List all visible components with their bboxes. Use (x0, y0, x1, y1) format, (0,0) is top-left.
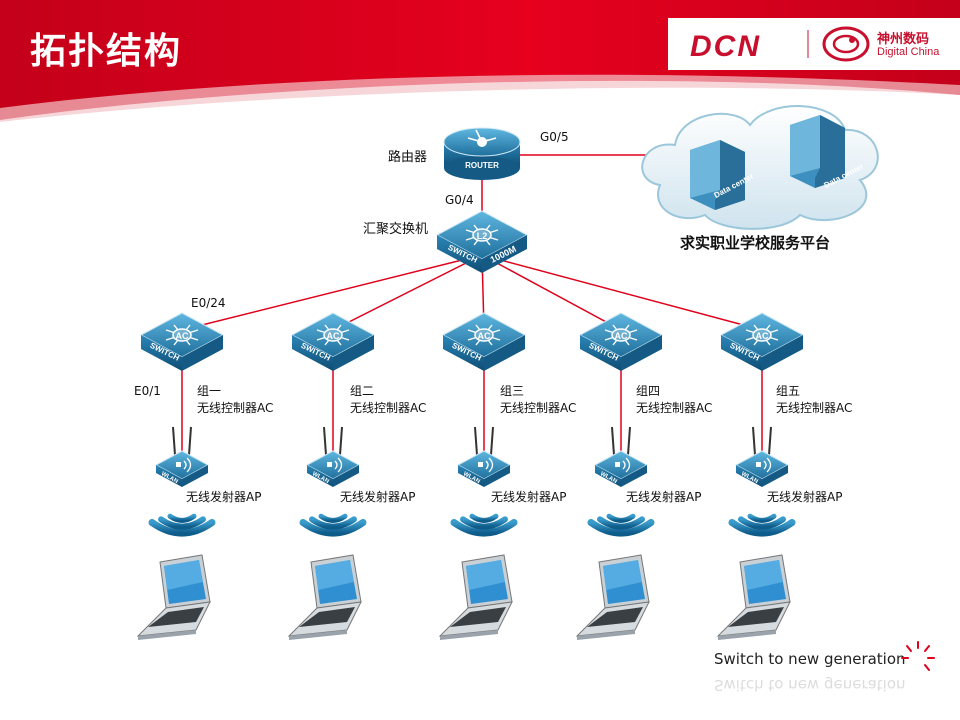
ac-switch-icon-2-badge: AC (327, 331, 340, 341)
ac-switch-icon-1-badge: AC (176, 331, 189, 341)
wifi-signal-icon-4 (587, 513, 655, 537)
ac-label-1: 无线控制器AC (197, 401, 274, 415)
wifi-signal-icon-5 (728, 513, 796, 537)
ap-label-1: 无线发射器AP (186, 490, 262, 504)
brand-name-cn: 神州数码 (877, 32, 930, 47)
ap-icon-2: WLAN (305, 426, 361, 487)
ap-label-2: 无线发射器AP (340, 490, 416, 504)
ac-switch-icon-5-badge: AC (756, 331, 769, 341)
agg-switch-icon-badge: L2 (477, 231, 488, 241)
router-port-g05: G0/5 (540, 130, 569, 144)
group-name-1: 组一 (197, 384, 222, 398)
laptop-icon-1 (136, 554, 211, 640)
laptop-icon-2 (287, 554, 362, 640)
router-icon: ROUTER (443, 127, 521, 180)
laptop-icon-4 (575, 554, 650, 640)
page-title: 拓扑结构 (30, 31, 183, 72)
sparkle-icon (901, 641, 935, 671)
group-name-2: 组二 (350, 384, 375, 398)
ap-label-5: 无线发射器AP (767, 490, 843, 504)
link-layer (181, 154, 763, 455)
link-agg-ac-2 (332, 254, 483, 331)
wifi-signal-icon-2 (299, 513, 367, 537)
laptop-icon-5 (716, 554, 791, 640)
brand-name-en: Digital China (877, 46, 940, 58)
ac-label-3: 无线控制器AC (500, 401, 577, 415)
link-agg-ac-4 (481, 254, 622, 331)
group-name-4: 组四 (636, 384, 661, 398)
router-device-text: ROUTER (465, 161, 499, 170)
wifi-signal-icon-1 (148, 513, 216, 537)
router-label: 路由器 (388, 150, 428, 165)
header-swoosh (0, 74, 960, 122)
ap-icon-4: WLAN (593, 426, 649, 487)
ac-label-5: 无线控制器AC (776, 401, 853, 415)
ap-icon-1: WLAN (154, 426, 210, 487)
logo-panel (668, 18, 960, 70)
slogan-reflection: Switch to new generation (714, 676, 906, 694)
ap-icon-5: WLAN (734, 426, 790, 487)
router-port-g04: G0/4 (445, 193, 474, 207)
digital-china-logo-icon (822, 26, 870, 62)
port-e0-24: E0/24 (191, 296, 226, 310)
group-name-5: 组五 (776, 384, 801, 398)
dcn-logo: DCN (690, 30, 761, 63)
link-agg-ac-5 (481, 254, 763, 331)
group-name-3: 组三 (500, 384, 525, 398)
ac-switch-icon-4-badge: AC (615, 331, 628, 341)
wifi-signal-icon-3 (450, 513, 518, 537)
ac-switch-icon-3-badge: AC (478, 331, 491, 341)
ap-label-3: 无线发射器AP (491, 490, 567, 504)
laptop-icon-3 (438, 554, 513, 640)
ap-label-4: 无线发射器AP (626, 490, 702, 504)
port-e0-1: E0/1 (134, 384, 161, 398)
agg-switch-label: 汇聚交换机 (363, 222, 429, 237)
ac-label-4: 无线控制器AC (636, 401, 713, 415)
link-agg-ac-1 (181, 254, 483, 331)
datacenter-label: 求实职业学校服务平台 (680, 234, 831, 252)
ac-label-2: 无线控制器AC (350, 401, 427, 415)
slogan: Switch to new generation (714, 650, 906, 668)
